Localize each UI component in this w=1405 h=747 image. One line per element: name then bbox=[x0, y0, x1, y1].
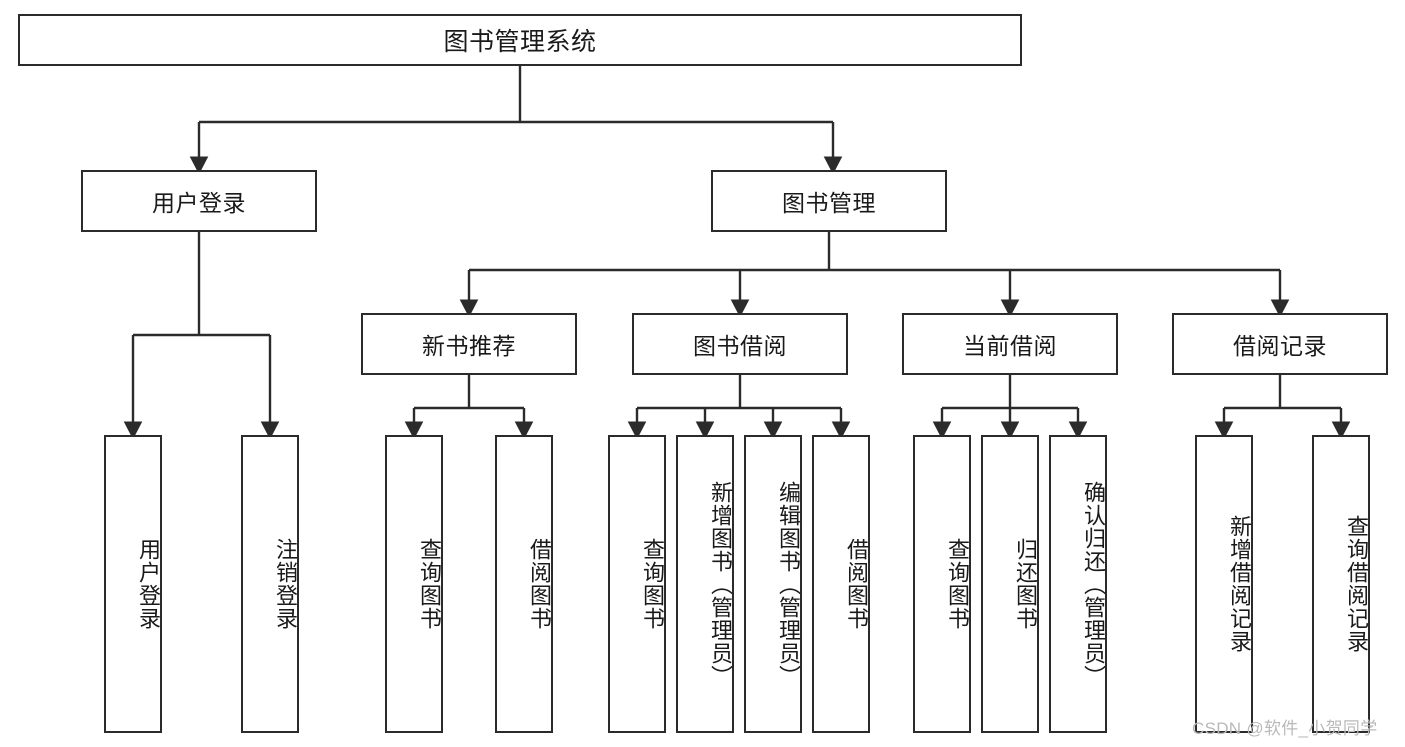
node-label: 用户登录 bbox=[136, 538, 161, 630]
leaf-query-borrow-record[interactable]: 查询借阅记录 bbox=[1312, 435, 1370, 733]
node-label: 借阅记录 bbox=[1233, 333, 1327, 359]
node-user-login[interactable]: 用户登录 bbox=[81, 170, 317, 232]
leaf-edit-book-admin[interactable]: 编辑图书（管理员） bbox=[744, 435, 802, 733]
leaf-user-logout[interactable]: 注销登录 bbox=[241, 435, 299, 733]
node-current-borrow[interactable]: 当前借阅 bbox=[902, 313, 1118, 375]
node-book-management[interactable]: 图书管理 bbox=[711, 170, 947, 232]
leaf-confirm-return-admin[interactable]: 确认归还（管理员） bbox=[1049, 435, 1107, 733]
node-label: 借阅图书 bbox=[527, 538, 552, 630]
node-label: 借阅图书 bbox=[844, 538, 869, 630]
leaf-return-book[interactable]: 归还图书 bbox=[981, 435, 1039, 733]
node-label: 确认归还（管理员） bbox=[1081, 480, 1106, 688]
node-borrow-record[interactable]: 借阅记录 bbox=[1172, 313, 1388, 375]
node-root-system[interactable]: 图书管理系统 bbox=[18, 14, 1022, 66]
node-new-book-recommend[interactable]: 新书推荐 bbox=[361, 313, 577, 375]
node-label: 当前借阅 bbox=[963, 333, 1057, 359]
node-label: 查询图书 bbox=[417, 538, 442, 630]
node-label: 图书管理系统 bbox=[443, 28, 597, 56]
node-label: 用户登录 bbox=[152, 190, 246, 216]
leaf-borrow-book[interactable]: 借阅图书 bbox=[812, 435, 870, 733]
node-label: 新增图书（管理员） bbox=[708, 480, 733, 688]
leaf-add-book-admin[interactable]: 新增图书（管理员） bbox=[676, 435, 734, 733]
node-label: 归还图书 bbox=[1013, 538, 1038, 630]
node-label: 查询借阅记录 bbox=[1344, 515, 1369, 653]
node-label: 编辑图书（管理员） bbox=[776, 480, 801, 688]
node-label: 新增借阅记录 bbox=[1227, 515, 1252, 653]
leaf-query-book-current[interactable]: 查询图书 bbox=[913, 435, 971, 733]
leaf-borrow-book-recommend[interactable]: 借阅图书 bbox=[495, 435, 553, 733]
leaf-query-book-borrow[interactable]: 查询图书 bbox=[608, 435, 666, 733]
leaf-add-borrow-record[interactable]: 新增借阅记录 bbox=[1195, 435, 1253, 733]
node-label: 图书管理 bbox=[782, 190, 876, 216]
node-label: 查询图书 bbox=[945, 538, 970, 630]
node-label: 查询图书 bbox=[640, 538, 665, 630]
node-label: 新书推荐 bbox=[422, 333, 516, 359]
node-label: 图书借阅 bbox=[693, 333, 787, 359]
node-label: 注销登录 bbox=[273, 538, 298, 630]
node-book-borrow[interactable]: 图书借阅 bbox=[632, 313, 848, 375]
leaf-user-login[interactable]: 用户登录 bbox=[104, 435, 162, 733]
leaf-query-book-recommend[interactable]: 查询图书 bbox=[385, 435, 443, 733]
